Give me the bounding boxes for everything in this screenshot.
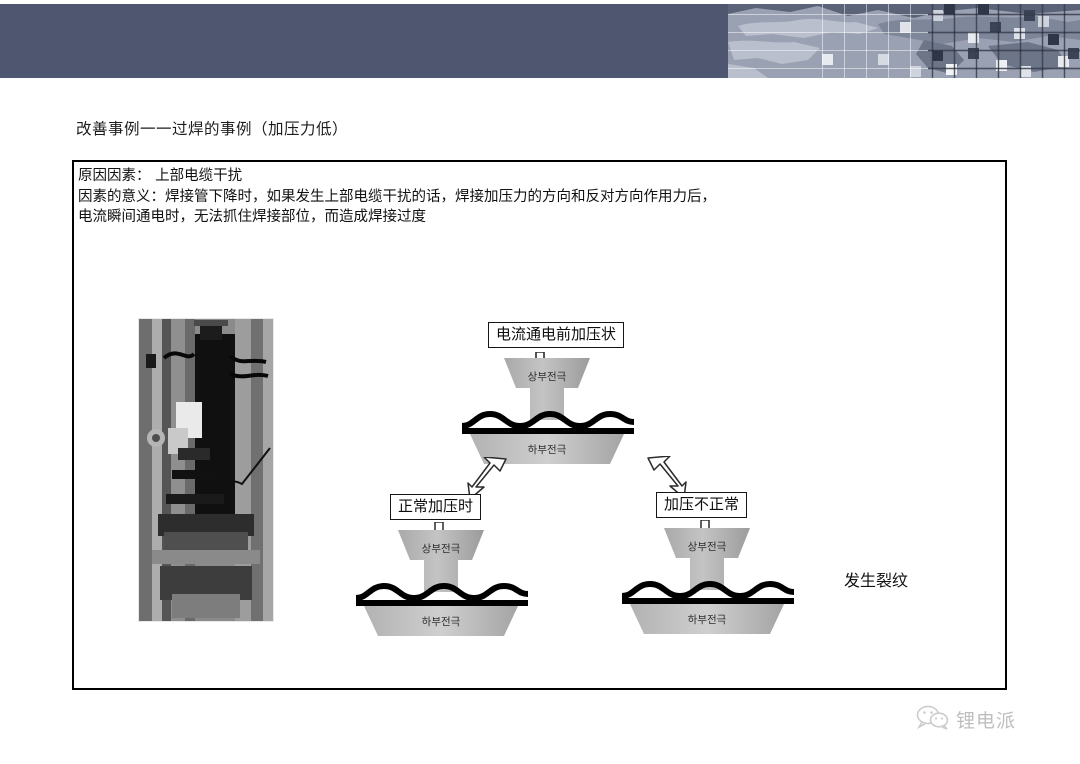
svg-text:하부전극: 하부전극 — [528, 443, 567, 456]
content-frame: 原因因素： 上部电缆干扰 因素的意义：焊接管下降时，如果发生上部电缆干扰的话，焊… — [72, 160, 1007, 690]
watermark-text: 锂电派 — [956, 709, 1017, 732]
wechat-icon — [916, 704, 950, 734]
watermark: 锂电派 — [916, 704, 1016, 734]
cause-line-1: 原因因素： 上部电缆干扰 — [78, 168, 243, 184]
svg-text:상부전극: 상부전극 — [422, 543, 461, 555]
world-map-graphic — [728, 4, 1080, 78]
cause-line-3: 电流瞬间通电时，无法抓住焊接部位，而造成焊接过度 — [78, 209, 426, 225]
page-title: 改善事例一一过焊的事例（加压力低） — [76, 120, 349, 138]
crack-note: 发生裂纹 — [844, 571, 909, 590]
cause-description: 原因因素： 上部电缆干扰 因素的意义：焊接管下降时，如果发生上部电缆干扰的话，焊… — [78, 166, 998, 228]
svg-text:하부전극: 하부전극 — [422, 615, 461, 628]
svg-text:상부전극: 상부전극 — [528, 371, 567, 383]
assembly-normal-pressure: 상부전극 하부전극 — [346, 530, 536, 642]
assembly-abnormal-pressure: 상부전극 하부전극 — [612, 528, 802, 640]
welding-machine-photo — [138, 318, 274, 622]
header-banner — [0, 4, 1080, 78]
assembly-pre-current: 상부전극 하부전극 — [452, 358, 642, 470]
svg-text:하부전극: 하부전극 — [688, 613, 727, 626]
label-normal-pressure: 正常加压时 — [390, 494, 482, 520]
svg-text:상부전극: 상부전극 — [688, 541, 727, 553]
label-abnormal-pressure: 加压不正常 — [656, 492, 748, 518]
cause-line-2: 因素的意义：焊接管下降时，如果发生上部电缆干扰的话，焊接加压力的方向和反对方向作… — [78, 188, 716, 205]
label-pre-current-pressurized: 电流通电前加压状 — [488, 322, 625, 348]
